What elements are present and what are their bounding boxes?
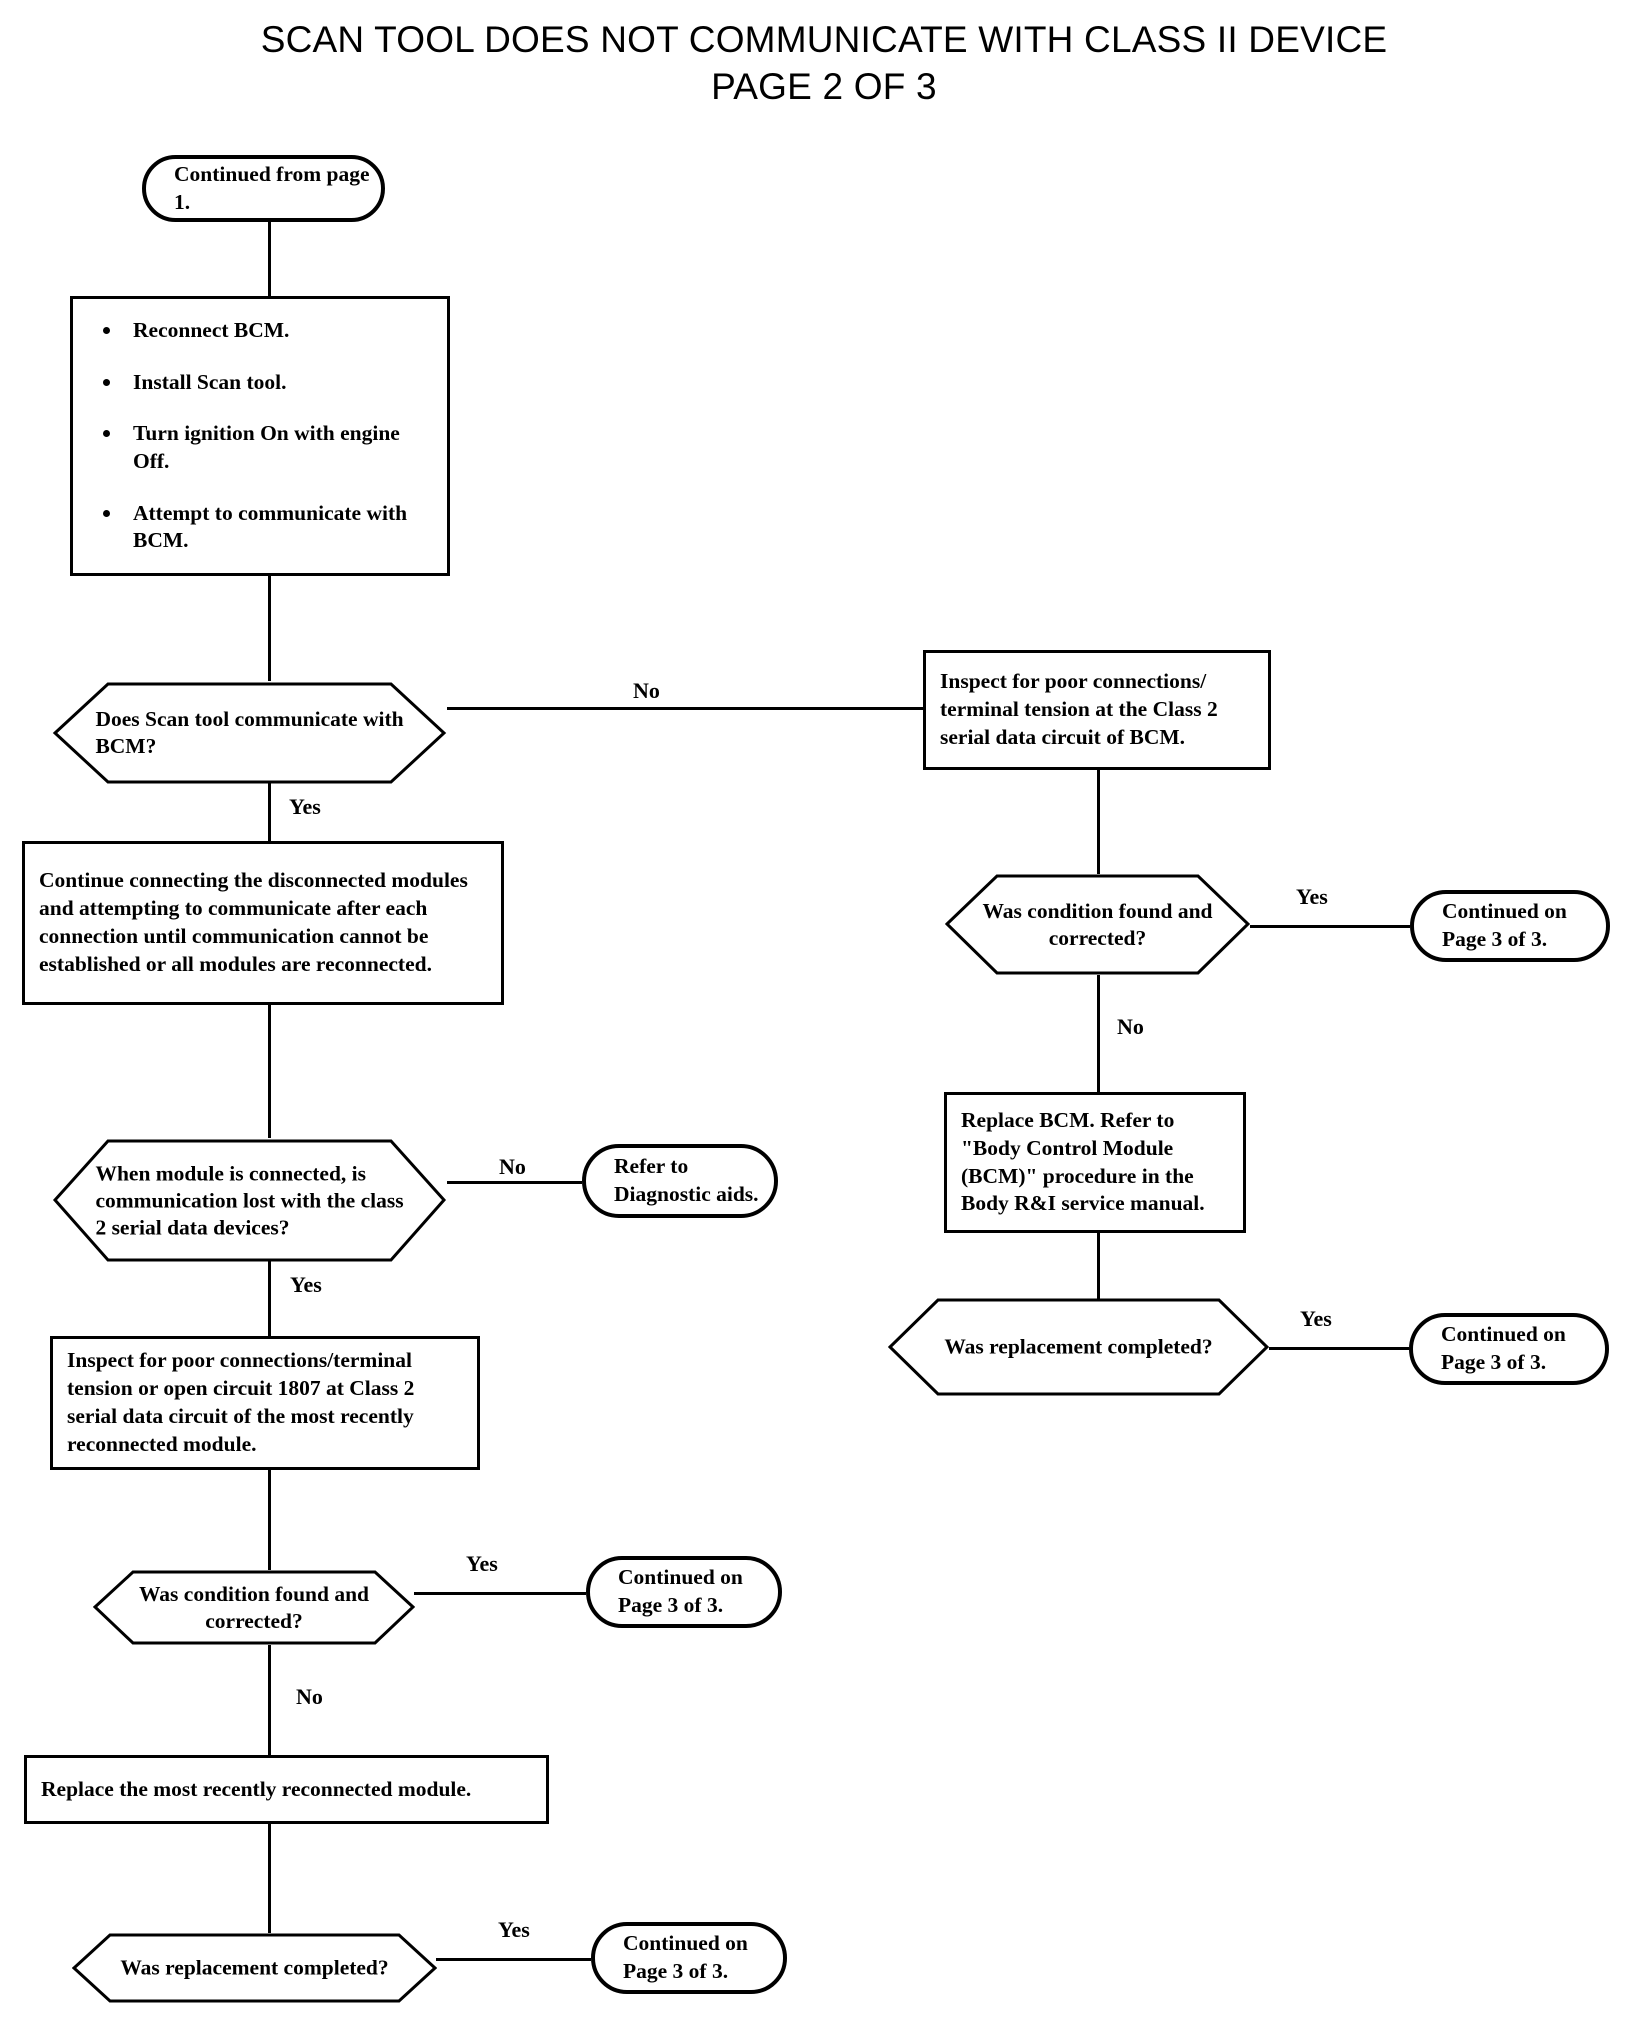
node-replace-bcm[interactable]: Replace BCM. Refer to "Body Control Modu… [944, 1092, 1246, 1233]
node-continued-page3-right-1-label: Continued on Page 3 of 3. [1442, 899, 1567, 951]
list-item: Attempt to communicate with BCM. [97, 500, 429, 555]
node-setup-steps-box[interactable]: Reconnect BCM. Install Scan tool. Turn i… [70, 296, 450, 576]
node-start-label: Continued from page 1. [174, 161, 370, 214]
connector-right-repl-yes [1269, 1347, 1409, 1350]
connector-setup-to-q-scan [268, 576, 271, 681]
node-continued-page3-left-1-label: Continued on Page 3 of 3. [618, 1565, 743, 1617]
node-q-scan-communicates-label: Does Scan tool communicate with BCM? [95, 706, 404, 758]
node-q-condition-found-left[interactable]: Was condition found and corrected? [93, 1570, 415, 1645]
node-replace-bcm-label: Replace BCM. Refer to "Body Control Modu… [961, 1107, 1205, 1216]
connector-q-comm-no [447, 1181, 582, 1184]
node-inspect-1807-label: Inspect for poor connections/terminal te… [67, 1348, 415, 1456]
hexagon-shape [72, 1933, 437, 2003]
hexagon-shape [93, 1570, 415, 1645]
connector-left-cond-no [268, 1645, 271, 1755]
connector-inspectbcm-to-q-cond-right [1097, 770, 1100, 874]
node-replace-module-label: Replace the most recently reconnected mo… [41, 1776, 472, 1801]
title-line-1: SCAN TOOL DOES NOT COMMUNICATE WITH CLAS… [260, 19, 1388, 60]
connector-continue-to-q-comm [268, 1005, 271, 1138]
connector-replacebcm-to-q-repl-right [1097, 1233, 1100, 1338]
node-refer-diagnostic-aids-label: Refer to Diagnostic aids. [614, 1154, 759, 1206]
node-continued-page3-right-2[interactable]: Continued on Page 3 of 3. [1409, 1313, 1609, 1385]
node-replace-module[interactable]: Replace the most recently reconnected mo… [24, 1755, 549, 1824]
connector-inspect1807-to-q-cond [268, 1470, 271, 1570]
node-continued-page3-left-2[interactable]: Continued on Page 3 of 3. [591, 1922, 787, 1994]
edge-label-left-cond-no: No [296, 1684, 323, 1709]
hexagon-shape [945, 874, 1250, 975]
node-refer-diagnostic-aids[interactable]: Refer to Diagnostic aids. [582, 1144, 778, 1218]
node-inspect-bcm-class2-label: Inspect for poor connections/ terminal t… [940, 669, 1218, 749]
edge-label-left-repl-yes: Yes [498, 1917, 530, 1942]
page-title: SCAN TOOL DOES NOT COMMUNICATE WITH CLAS… [0, 16, 1648, 111]
connector-replacemodule-to-q-repl [268, 1824, 271, 1933]
title-line-2: PAGE 2 OF 3 [711, 66, 937, 108]
node-q-condition-found-right[interactable]: Was condition found and corrected? [945, 874, 1250, 975]
edge-label-comm-lost-yes: Yes [290, 1272, 322, 1297]
edge-label-right-cond-yes: Yes [1296, 884, 1328, 909]
connector-left-cond-yes [414, 1592, 586, 1595]
node-q-condition-found-left-label: Was condition found and corrected? [138, 1581, 370, 1633]
edge-label-scan-no: No [633, 678, 660, 703]
connector-q-scan-yes [268, 733, 271, 841]
connector-right-cond-no [1097, 975, 1100, 1092]
node-q-replacement-right[interactable]: Was replacement completed? [888, 1298, 1269, 1396]
node-q-replacement-left[interactable]: Was replacement completed? [72, 1933, 437, 2003]
hexagon-shape [52, 1139, 447, 1262]
edge-label-right-cond-no: No [1117, 1014, 1144, 1039]
node-q-replacement-right-label: Was replacement completed? [944, 1334, 1213, 1359]
node-start-terminal[interactable]: Continued from page 1. [142, 155, 385, 222]
connector-right-cond-yes [1250, 925, 1410, 928]
node-continued-page3-right-1[interactable]: Continued on Page 3 of 3. [1410, 890, 1610, 962]
connector-start-to-setup [268, 222, 271, 296]
node-q-replacement-left-label: Was replacement completed? [120, 1955, 389, 1980]
edge-label-right-repl-yes: Yes [1300, 1306, 1332, 1331]
list-item: Install Scan tool. [97, 369, 429, 397]
node-inspect-1807[interactable]: Inspect for poor connections/terminal te… [50, 1336, 480, 1470]
connector-q-comm-yes [268, 1230, 271, 1336]
hexagon-shape [888, 1298, 1269, 1396]
node-continue-connecting-label: Continue connecting the disconnected mod… [39, 868, 468, 976]
list-item: Reconnect BCM. [97, 317, 429, 345]
node-continued-page3-left-2-label: Continued on Page 3 of 3. [623, 1931, 748, 1983]
setup-steps-list: Reconnect BCM. Install Scan tool. Turn i… [73, 317, 447, 554]
hexagon-shape [52, 682, 447, 784]
node-q-condition-found-right-label: Was condition found and corrected? [982, 898, 1213, 950]
connector-left-repl-yes [436, 1958, 591, 1961]
node-continued-page3-right-2-label: Continued on Page 3 of 3. [1441, 1322, 1566, 1374]
connector-q-scan-no [447, 707, 923, 710]
node-inspect-bcm-class2[interactable]: Inspect for poor connections/ terminal t… [923, 650, 1271, 770]
edge-label-scan-yes: Yes [289, 794, 321, 819]
node-continue-connecting[interactable]: Continue connecting the disconnected mod… [22, 841, 504, 1005]
node-q-scan-communicates[interactable]: Does Scan tool communicate with BCM? [52, 681, 447, 785]
node-q-comm-lost[interactable]: When module is connected, is communicati… [52, 1138, 447, 1263]
edge-label-left-cond-yes: Yes [466, 1551, 498, 1576]
list-item: Turn ignition On with engine Off. [97, 420, 429, 475]
edge-label-comm-lost-no: No [499, 1154, 526, 1179]
node-q-comm-lost-label: When module is connected, is communicati… [95, 1160, 404, 1240]
node-continued-page3-left-1[interactable]: Continued on Page 3 of 3. [586, 1556, 782, 1628]
